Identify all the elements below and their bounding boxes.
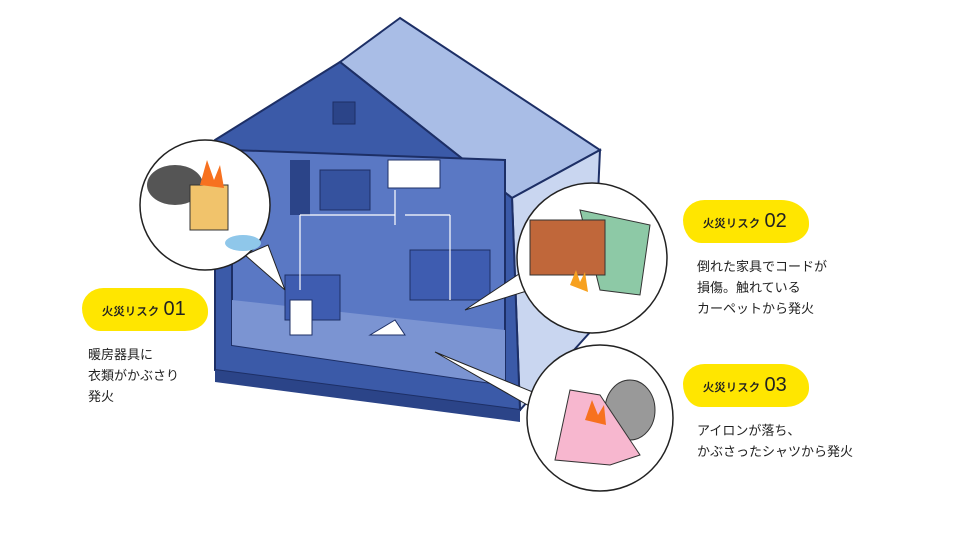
iron (368, 319, 406, 336)
heater-closeup (189, 184, 229, 231)
fire-icon (570, 270, 588, 292)
foundation (215, 370, 520, 422)
risk-number: 02 (764, 210, 787, 232)
fire-icon (585, 400, 606, 425)
pointer-01 (244, 244, 286, 291)
risk-number: 01 (163, 298, 186, 320)
cloth (225, 235, 261, 251)
wiring (299, 190, 451, 300)
risk-description: アイロンが落ち、 かぶさったシャツから発火 (697, 424, 854, 460)
heater (289, 299, 313, 336)
attic-window (332, 101, 356, 125)
shirt (554, 389, 641, 466)
smoke (147, 165, 203, 205)
cabinet-closeup (529, 219, 606, 276)
risk-label: 火災リスク (703, 381, 761, 394)
curtain (290, 160, 310, 215)
fire-icon (200, 160, 224, 188)
breaker-panel (387, 159, 441, 189)
risk-number: 03 (764, 374, 787, 396)
risk-label: 火災リスク (102, 305, 160, 318)
risk-label: 火災リスク (703, 217, 761, 230)
drawer (319, 169, 371, 211)
risk-description: 暖房器具に 衣類がかぶさり 発火 (88, 348, 180, 405)
risk-description: 倒れた家具でコードが 損傷。触れている カーペットから発火 (697, 260, 828, 317)
